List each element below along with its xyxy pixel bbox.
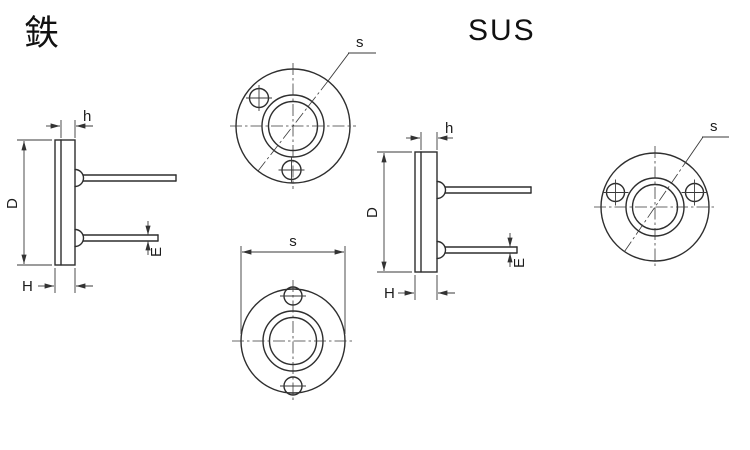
dim-label-s-iron: s [289, 233, 297, 250]
upper-projection [436, 180, 447, 200]
dim-label-h-iron: h [83, 108, 91, 125]
material-title-sus: SUS [468, 14, 536, 47]
dim-label-s-iron-angled: s [356, 34, 364, 51]
flange-plate-outline [414, 151, 438, 273]
iron-side-view: D h E H [4, 108, 177, 295]
dim-label-H-iron: H [22, 278, 33, 295]
material-title-iron: 鉄 [24, 14, 59, 53]
sus-side-view: D h E H [364, 120, 532, 302]
lower-projection [74, 228, 85, 248]
flange-plate-outline [54, 139, 76, 266]
sus-front-view: s [594, 118, 729, 268]
dim-label-h-sus: h [445, 120, 453, 137]
dim-label-s-sus: s [710, 118, 718, 135]
dim-label-H-sus: H [384, 285, 395, 302]
dim-label-E-sus: E [511, 258, 528, 268]
upper-projection [74, 168, 85, 188]
iron-front-view: s [232, 233, 354, 403]
dim-label-E-iron: E [148, 247, 165, 257]
dim-label-D-sus: D [364, 207, 381, 218]
pilot-outer-circle [625, 177, 685, 237]
lower-projection [436, 240, 447, 260]
dim-label-D-iron: D [4, 198, 21, 209]
iron-front-view-angled: s [230, 34, 376, 189]
